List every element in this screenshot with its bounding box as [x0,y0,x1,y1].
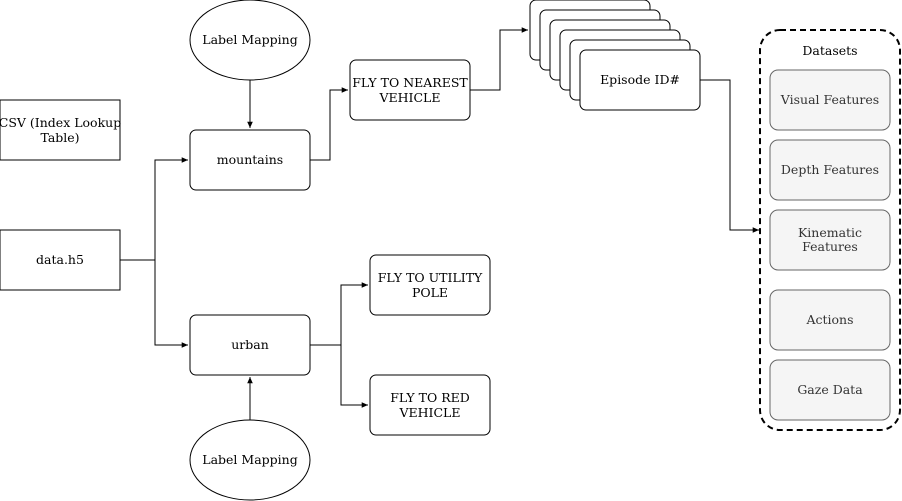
node-csv-line-2: Table) [40,130,79,145]
node-mountains: mountains [189,129,311,191]
dataset-item-label: Features [802,239,858,254]
datasets-title: Datasets [802,43,857,58]
node-urban-label: urban [231,337,269,352]
connectors [120,27,759,420]
dataset-item: Depth Features [769,139,891,201]
edge-nearest-to-episodes [470,27,528,91]
node-fly-pole-line-2: POLE [412,285,448,300]
node-label-mapping-top-label: Label Mapping [202,32,297,47]
episode-card-front [579,49,701,111]
node-csv-line-1: CSV (Index Lookup [0,115,121,130]
edge-data-to-urban [154,260,188,348]
node-fly-nearest-line-1: FLY TO NEAREST [352,75,468,90]
dataset-item-label: Actions [805,312,853,327]
node-fly-pole-line-1: FLY TO UTILITY [378,270,483,285]
edge-mountains-to-nearest [310,87,348,161]
dataset-item-label: Depth Features [781,162,879,177]
edge-urban-to-red [340,345,368,408]
node-fly-red-line-1: FLY TO RED [390,390,470,405]
dataset-item: Visual Features [769,69,891,131]
node-fly-utility-pole: FLY TO UTILITY POLE [369,254,491,316]
episode-card-label: Episode ID# [600,72,680,87]
node-label-mapping-bottom-label: Label Mapping [202,452,297,467]
node-mountains-label: mountains [217,152,283,167]
node-label-mapping-bottom: Label Mapping [189,419,311,501]
dataset-item: Actions [769,289,891,351]
node-label-mapping-top: Label Mapping [189,0,311,81]
node-data-h5: data.h5 [0,229,121,291]
node-fly-red-line-2: VEHICLE [399,405,461,420]
node-fly-nearest-line-2: VEHICLE [379,90,441,105]
dataset-item-label: Visual Features [780,92,879,107]
node-data-h5-label: data.h5 [36,252,84,267]
dataset-item: Gaze Data [769,359,891,421]
node-fly-nearest-vehicle: FLY TO NEAREST VEHICLE [349,59,471,121]
episode-stack: Episode ID# [529,0,701,111]
node-fly-red-vehicle: FLY TO RED VEHICLE [369,374,491,436]
edge-episodes-to-datasets [700,79,759,233]
dataset-item-label: Kinematic [798,225,862,240]
dataset-item-label: Gaze Data [797,382,863,397]
node-csv: CSV (Index Lookup Table) [0,99,121,161]
edge-urban-to-pole [310,282,368,346]
edge-data-to-mountains [120,157,188,261]
node-urban: urban [189,314,311,376]
